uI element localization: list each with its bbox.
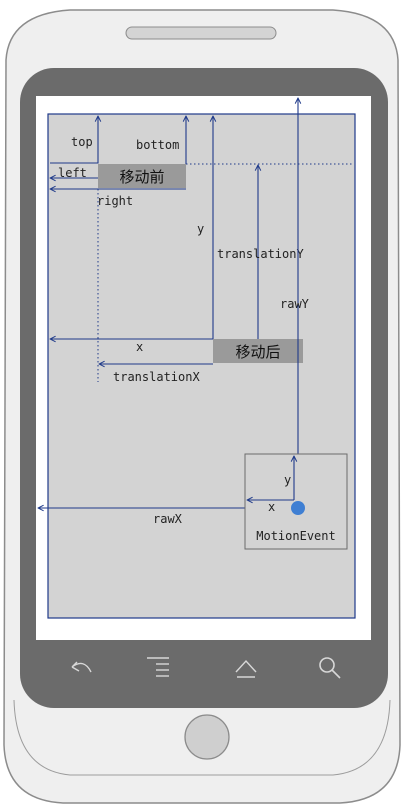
bottom-label: bottom: [136, 138, 179, 152]
view-after-move: [213, 339, 303, 363]
view-before-move: [98, 164, 186, 188]
phone-body-edge: [13, 699, 391, 776]
motion-event-label: MotionEvent: [256, 529, 335, 543]
right-label: right: [97, 194, 133, 208]
y-label: y: [197, 222, 204, 236]
raw-y-label: rawY: [280, 297, 310, 311]
speaker-grille: [125, 26, 277, 40]
raw-x-label: rawX: [153, 512, 183, 526]
view-before-label: 移动前: [119, 168, 164, 186]
left-label: left: [58, 166, 87, 180]
view-after-label: 移动后: [235, 343, 280, 361]
touch-point: [291, 501, 305, 515]
x-label: x: [136, 340, 143, 354]
home-button[interactable]: [184, 714, 230, 760]
back-icon[interactable]: [71, 661, 92, 673]
event-x-label: x: [268, 500, 275, 514]
search-icon[interactable]: [319, 657, 341, 679]
translation-y-label: translationY: [217, 247, 304, 261]
home-icon[interactable]: [235, 659, 257, 678]
event-y-label: y: [284, 473, 291, 487]
menu-icon[interactable]: [147, 657, 169, 677]
top-label: top: [71, 135, 93, 149]
top-arrow: [50, 116, 98, 164]
translation-x-label: translationX: [113, 370, 200, 384]
